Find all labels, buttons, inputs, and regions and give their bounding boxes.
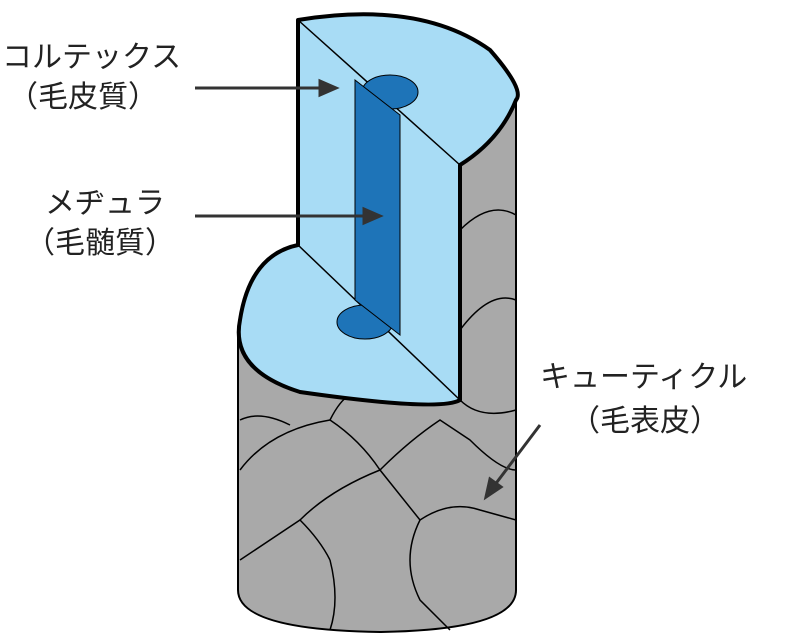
cortex-sublabel: （毛皮質） [8,80,158,115]
cortex-label: コルテックス [2,40,182,75]
cuticle-arrow [492,424,542,487]
cuticle-scales [239,209,517,631]
arrows [195,78,542,501]
cuticle-label: キューティクル [540,360,748,395]
medulla-label: メヂュラ [45,186,165,221]
medulla-sublabel: （毛髄質） [25,226,175,261]
medulla-strip [354,78,401,337]
cuticle-sublabel: （毛表皮） [570,404,720,439]
